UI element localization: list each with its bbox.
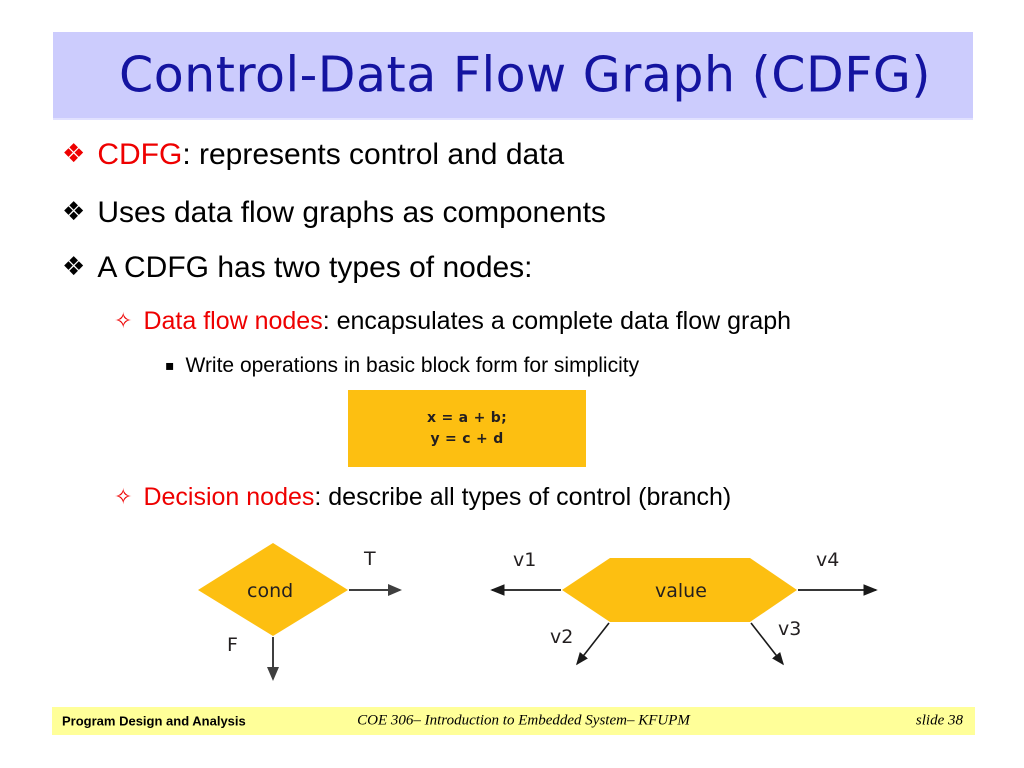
edge-v2-label: v2 [550, 626, 574, 648]
diamond-bullet-icon: ❖ [62, 139, 86, 169]
edge-v2-arrow [576, 622, 610, 666]
edge-true-label: T [364, 548, 376, 570]
slide-footer: Program Design and Analysis COE 306– Int… [52, 707, 975, 735]
diamond-bullet-icon: ❖ [62, 197, 86, 227]
subbullet-item-data-flow-nodes: ✧ Data flow nodes: encapsulates a complet… [114, 307, 791, 336]
bullet-item-two-types: ❖ A CDFG has two types of nodes: [62, 251, 533, 285]
bullet-item-uses-dfg: ❖ Uses data flow graphs as components [62, 196, 606, 230]
code-line-1: x = a + b; [426, 410, 508, 427]
footer-left-text: Program Design and Analysis [62, 713, 246, 729]
square-bullet-icon: ▪ [165, 358, 175, 374]
edge-v4-label: v4 [816, 549, 840, 571]
diamond-bullet-icon: ❖ [62, 252, 86, 282]
subsubbullet-item-write-operations: ▪ Write operations in basic block form fo… [165, 354, 639, 378]
basic-block-node: x = a + b; y = c + d [348, 390, 586, 467]
edge-v1-label: v1 [513, 549, 537, 571]
open-diamond-bullet-icon: ✧ [114, 309, 133, 334]
subbullet-text-data-flow-nodes: : encapsulates a complete data flow grap… [322, 307, 792, 335]
subbullet-text-decision-nodes: : describe all types of control (branch) [314, 483, 732, 511]
edge-false-label: F [227, 634, 238, 656]
decision-node-label: cond [247, 580, 294, 602]
bullet-text-cdfg: : represents control and data [182, 138, 565, 171]
page-title: Control-Data Flow Graph (CDFG) [118, 46, 931, 104]
subsubbullet-text-write-operations: Write operations in basic block form for… [185, 354, 640, 377]
subbullet-highlight-decision-nodes: Decision nodes [143, 483, 315, 511]
bullet-text-uses-dfg: Uses data flow graphs as components [97, 196, 606, 229]
footer-slide-number: slide 38 [915, 712, 963, 729]
edge-v3-label: v3 [778, 618, 802, 640]
bullet-text-two-types: A CDFG has two types of nodes: [97, 251, 533, 284]
open-diamond-bullet-icon: ✧ [114, 485, 133, 510]
footer-center-text: COE 306– Introduction to Embedded System… [357, 712, 690, 729]
slide-title-banner: Control-Data Flow Graph (CDFG) [53, 32, 973, 118]
value-node-label: value [655, 580, 707, 602]
bullet-item-cdfg: ❖ CDFG: represents control and data [62, 138, 564, 172]
code-line-2: y = c + d [430, 430, 504, 447]
bullet-highlight-cdfg: CDFG [97, 138, 183, 171]
subbullet-item-decision-nodes: ✧ Decision nodes: describe all types of c… [114, 483, 731, 512]
subbullet-highlight-data-flow-nodes: Data flow nodes [143, 307, 323, 335]
